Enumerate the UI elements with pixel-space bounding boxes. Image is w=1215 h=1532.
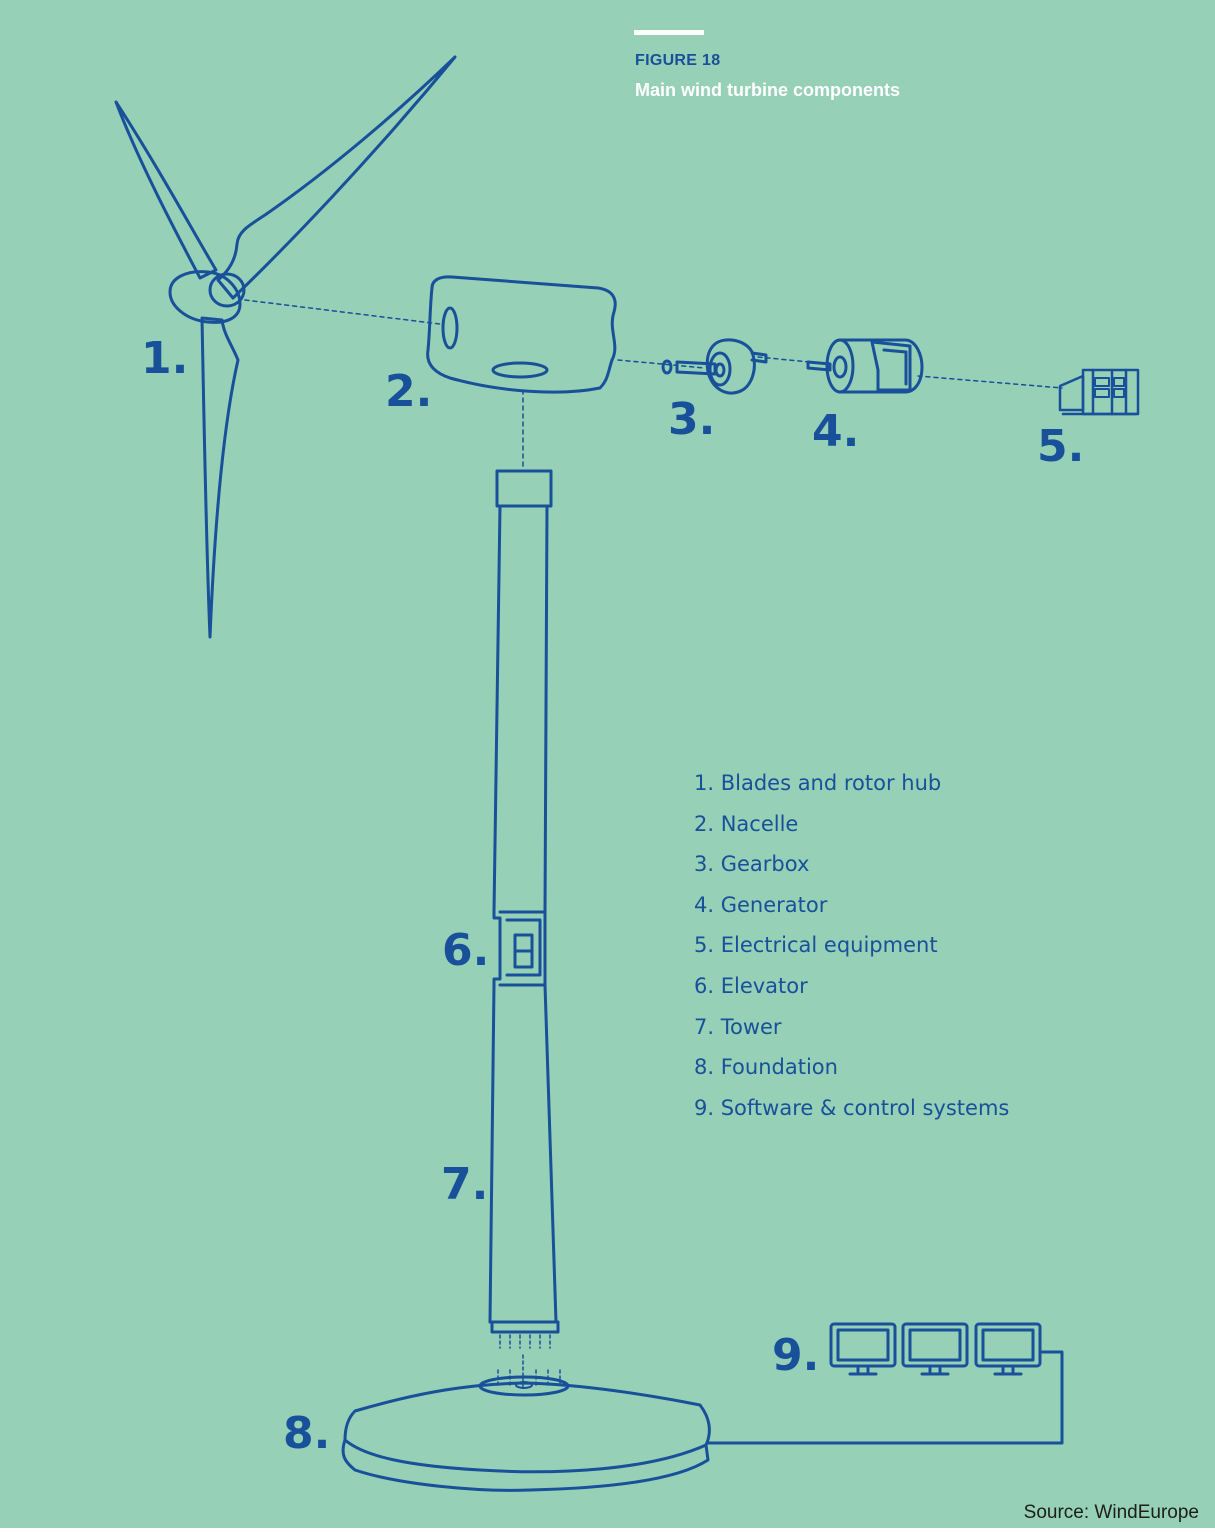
electrical-equipment (1060, 370, 1138, 414)
legend-item: 9. Software & control systems (694, 1093, 1009, 1134)
number-2: 2. (385, 370, 432, 414)
legend-item: 3. Gearbox (694, 849, 1009, 890)
legend-item: 7. Tower (694, 1012, 1009, 1053)
legend-item: 2. Nacelle (694, 809, 1009, 850)
connector-rotor-nacelle (245, 300, 440, 324)
component-legend: 1. Blades and rotor hub 2. Nacelle 3. Ge… (694, 768, 1009, 1133)
foundation (343, 1377, 709, 1490)
monitor-1 (831, 1324, 895, 1374)
legend-item: 5. Electrical equipment (694, 930, 1009, 971)
monitor-2 (903, 1324, 967, 1374)
number-9: 9. (772, 1334, 819, 1378)
number-8: 8. (283, 1412, 330, 1456)
tower (490, 471, 558, 1332)
nacelle (428, 277, 616, 392)
number-7: 7. (441, 1163, 488, 1207)
control-monitors (831, 1324, 1040, 1374)
number-3: 3. (668, 398, 715, 442)
gearbox (663, 340, 766, 393)
monitor-3 (976, 1324, 1040, 1374)
source-note: Source: WindEurope (1024, 1502, 1199, 1524)
number-5: 5. (1037, 425, 1084, 469)
generator (808, 340, 922, 392)
number-4: 4. (812, 410, 859, 454)
elevator (494, 912, 545, 985)
number-1: 1. (141, 337, 188, 381)
legend-item: 6. Elevator (694, 971, 1009, 1012)
footer-strip (0, 1528, 1215, 1532)
number-6: 6. (442, 929, 489, 973)
legend-item: 1. Blades and rotor hub (694, 768, 1009, 809)
legend-item: 8. Foundation (694, 1052, 1009, 1093)
legend-item: 4. Generator (694, 890, 1009, 931)
